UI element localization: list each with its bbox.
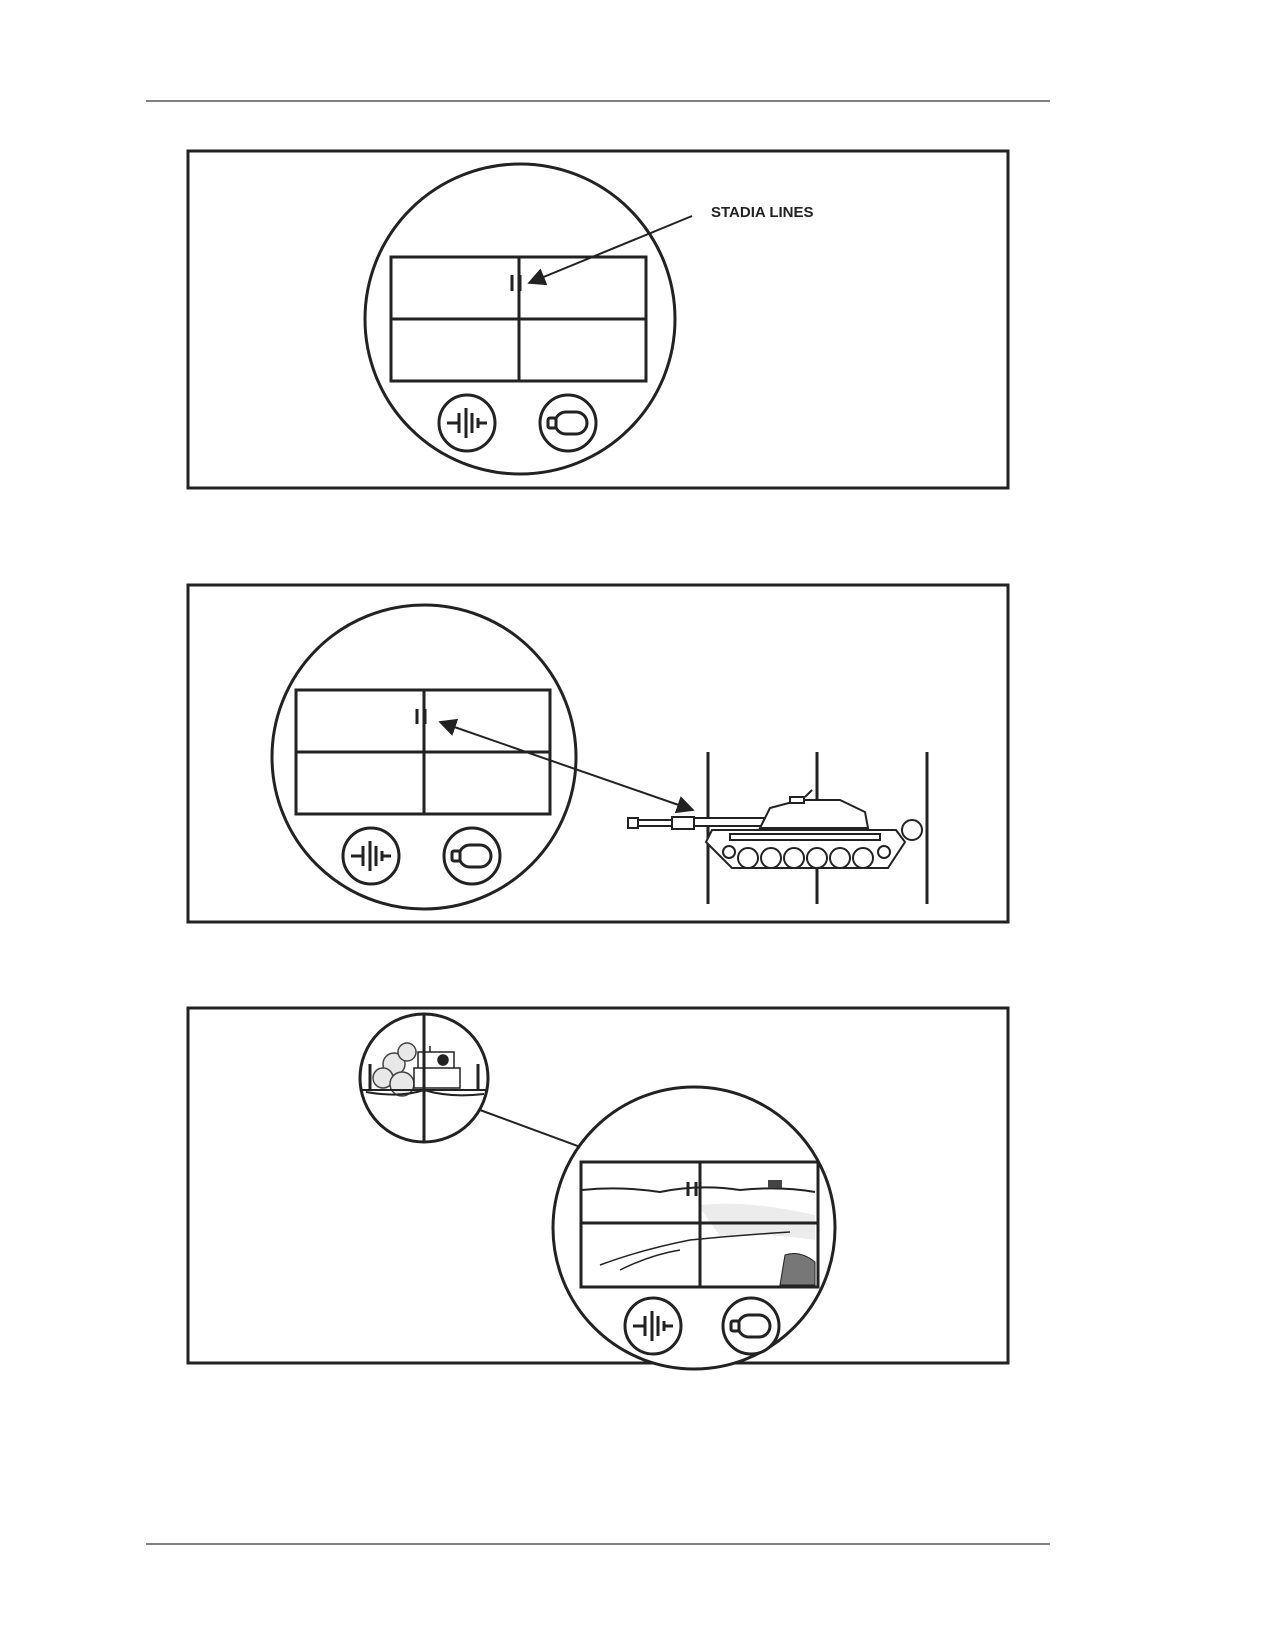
panel-3 <box>186 1006 1010 1371</box>
laser-emitter-icon <box>442 826 502 886</box>
laser-emitter-icon <box>538 393 598 453</box>
eyepiece-view-3 <box>551 1085 837 1371</box>
battery-icon <box>437 393 497 453</box>
panel-1: STADIA LINES <box>186 149 1010 490</box>
stadia-lines-label: STADIA LINES <box>711 204 814 221</box>
laser-emitter-icon <box>721 1296 781 1356</box>
battery-icon <box>623 1296 683 1356</box>
target-tank <box>413 1046 461 1089</box>
battery-icon <box>341 826 401 886</box>
stadia-lines-mark-2 <box>415 709 427 724</box>
stadia-lines-arrow <box>527 215 693 286</box>
stadia-lines-mark-3 <box>686 1182 698 1196</box>
target-scope-view <box>358 1012 490 1144</box>
ranging-arrow-2 <box>438 718 695 814</box>
stadia-lines-mark-1 <box>510 275 522 291</box>
tank-illustration <box>627 789 923 869</box>
panel-2 <box>186 583 1010 924</box>
reticle-grid-3 <box>579 1160 820 1289</box>
